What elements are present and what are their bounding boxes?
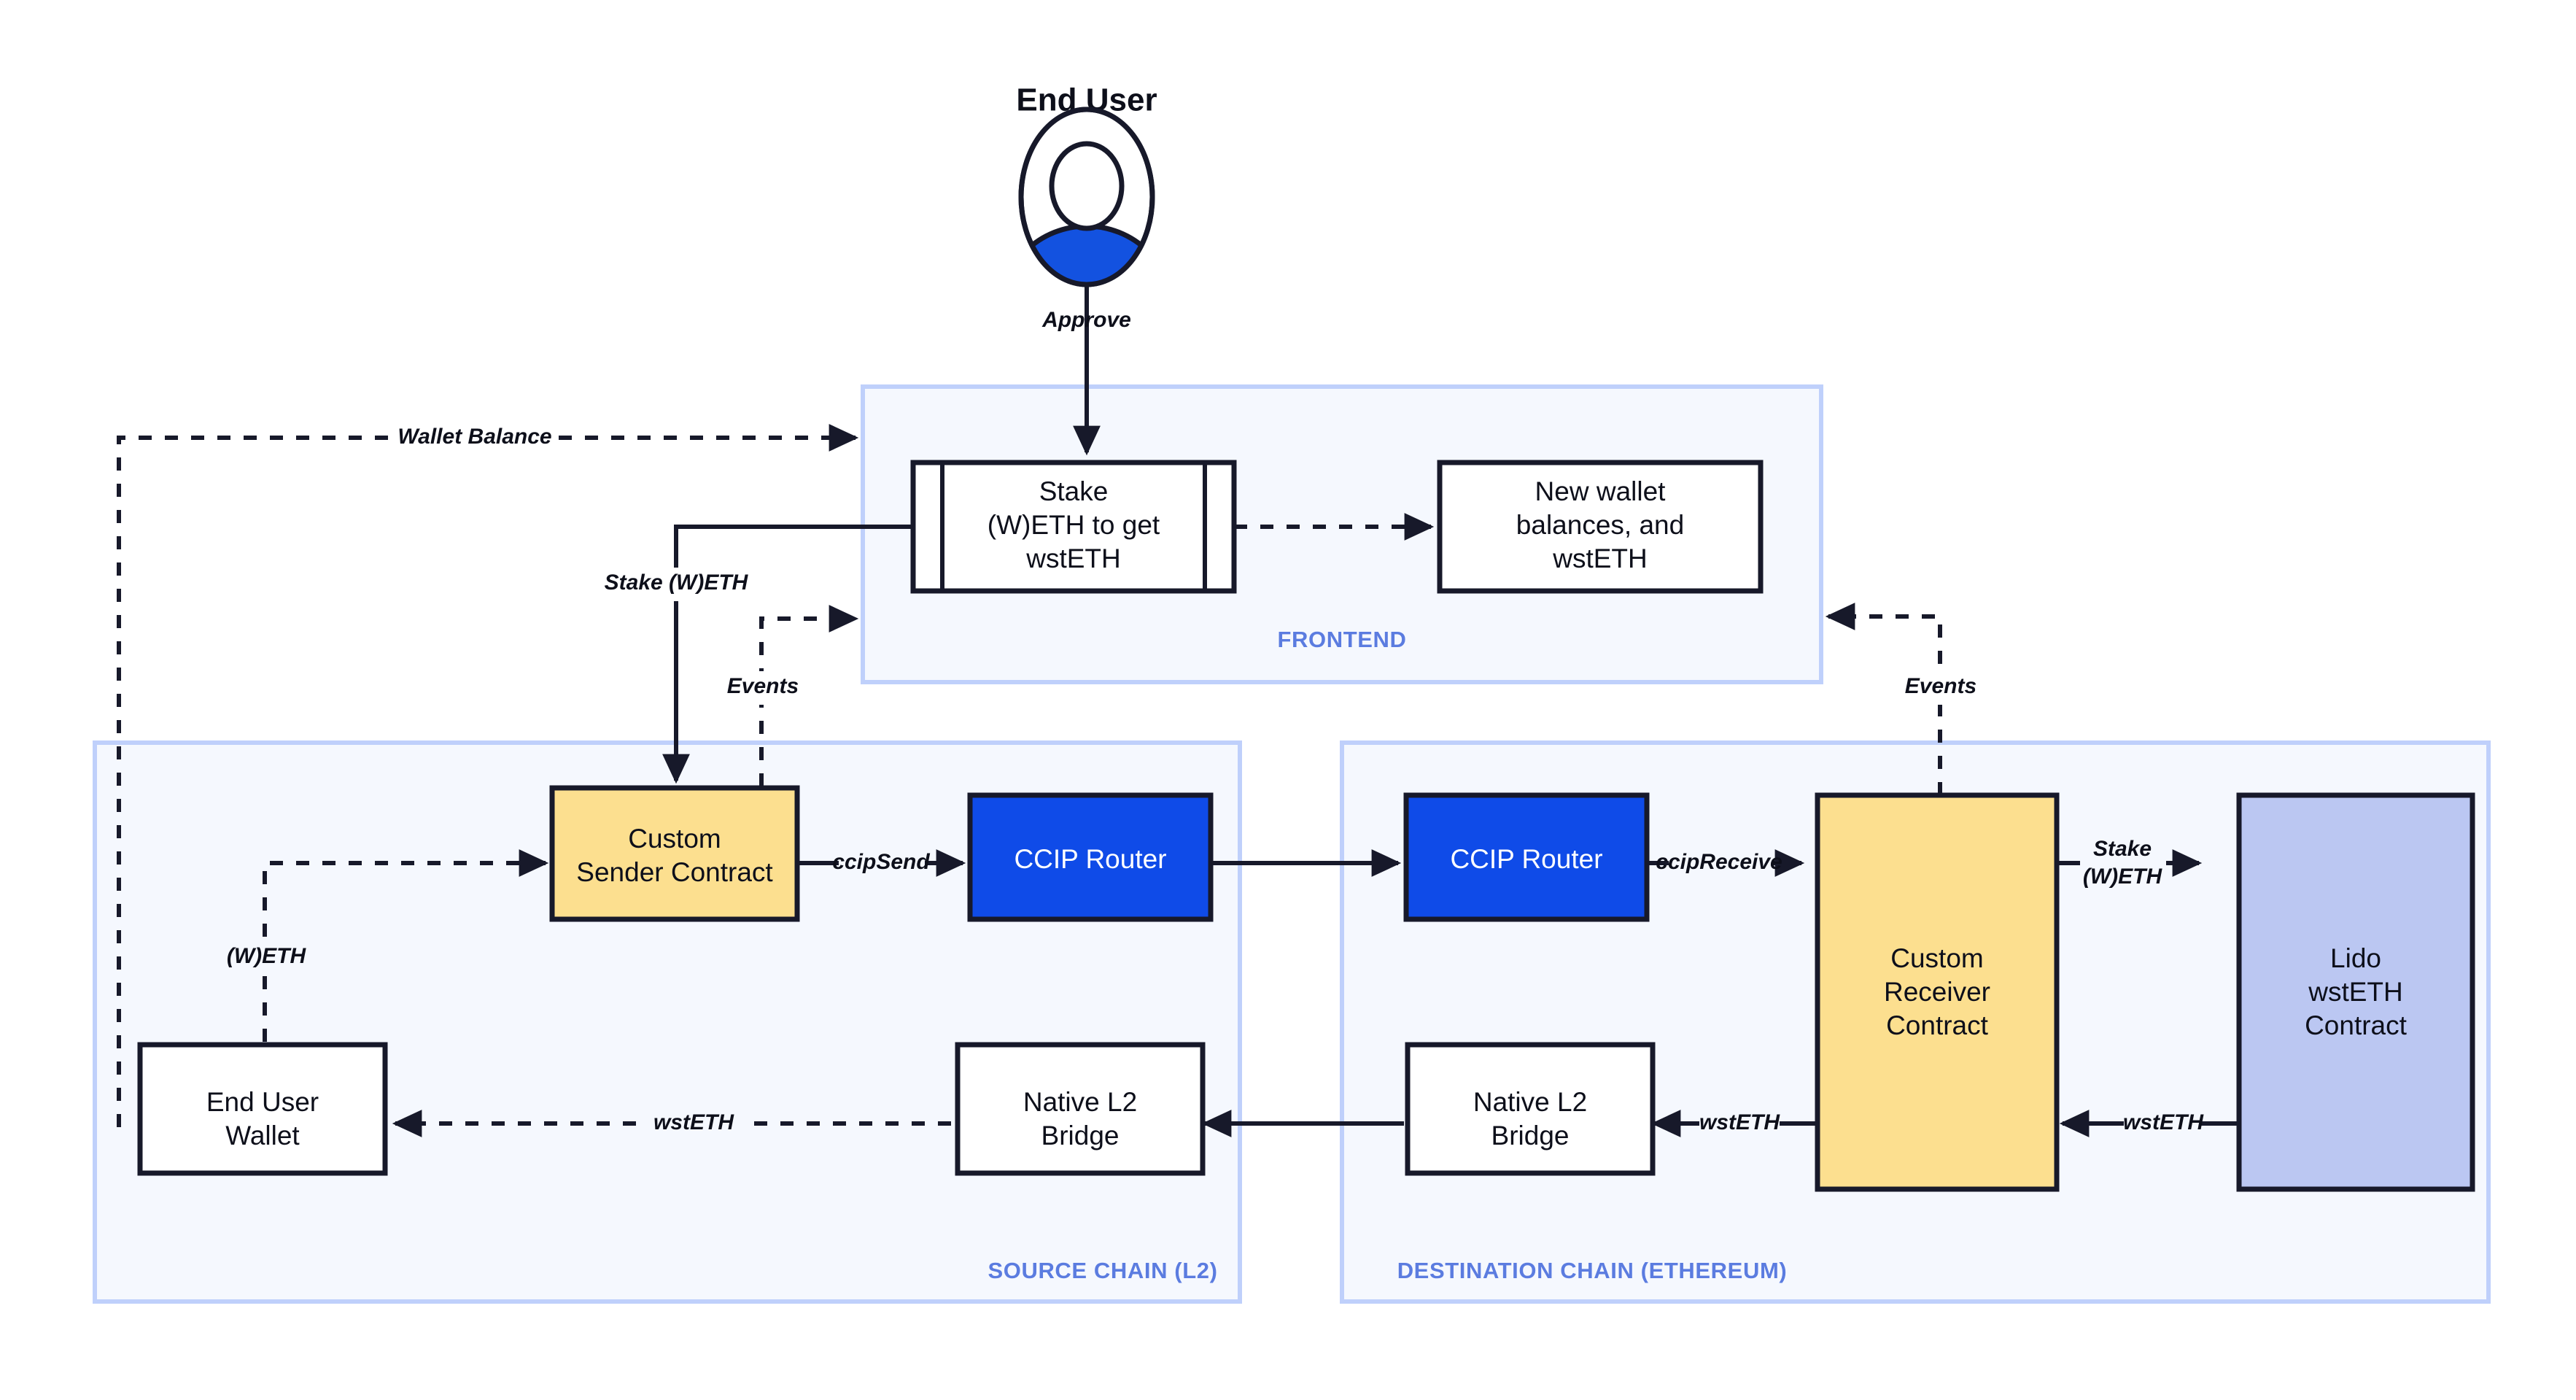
edge-approve: Approve <box>1041 259 1131 456</box>
actor-outline-overlay <box>1018 107 1155 287</box>
node-stake-form-line-3: wstETH <box>1025 544 1121 573</box>
node-lido-contract[interactable]: Lido wstETH Contract <box>2236 792 2475 1192</box>
node-router-dest[interactable]: CCIP Router <box>1403 792 1650 922</box>
edge-events-dest: Events <box>1825 603 1985 795</box>
node-bridge-source-line-2: Bridge <box>1041 1121 1120 1150</box>
edge-events-dest-label-bg <box>1896 671 1985 705</box>
zone-destination-chain-label: DESTINATION CHAIN (ETHEREUM) <box>1397 1258 1788 1283</box>
edge-events-dest-label: Events <box>1905 674 1976 698</box>
edge-wsteth-from-lido-label: wstETH <box>2123 1110 2204 1134</box>
edge-wallet-balance-line <box>117 424 859 1127</box>
node-receiver-contract-line-2: Receiver <box>1884 977 1990 1007</box>
edge-ccip-receive: ccipReceive <box>1647 849 1805 877</box>
node-router-source[interactable]: CCIP Router <box>967 792 1214 922</box>
node-receiver-contract-line-3: Contract <box>1886 1010 1989 1040</box>
node-bridge-dest-rect <box>1405 1042 1656 1176</box>
edge-stake-weth-lido: Stake (W)ETH <box>2057 837 2203 889</box>
node-bridge-dest-line-1: Native L2 <box>1473 1087 1587 1117</box>
edge-wsteth-to-wallet: wstETH <box>392 1107 951 1141</box>
node-wallet-line-2: Wallet <box>225 1121 300 1150</box>
edge-stake-weth-label-bg <box>602 568 750 601</box>
edge-wallet-balance: Wallet Balance Wallet Balance <box>117 422 859 1127</box>
node-wallet[interactable]: End User Wallet <box>137 1042 388 1176</box>
edge-events-source-label-bg <box>718 671 807 705</box>
edge-events-source: Events <box>718 605 859 786</box>
edge-stake-weth-lido-label-2: (W)ETH <box>2083 865 2163 889</box>
edge-wsteth-to-bridge-label: wstETH <box>1699 1110 1780 1134</box>
edge-weth-label-bg <box>220 941 312 975</box>
edge-events-source-line <box>759 605 859 786</box>
node-lido-contract-rect <box>2236 792 2475 1192</box>
edge-wsteth-to-bridge: wstETH <box>1650 1110 1816 1137</box>
node-bridge-source-line-1: Native L2 <box>1023 1087 1137 1117</box>
edge-weth: (W)ETH <box>220 849 549 1042</box>
node-bridge-source[interactable]: Native L2 Bridge <box>955 1042 1206 1176</box>
node-stake-form[interactable]: Stake (W)ETH to get wstETH <box>910 460 1237 594</box>
node-new-balances-line-2: balances, and <box>1516 510 1684 540</box>
edge-ccip-receive-label: ccipReceive <box>1656 850 1782 874</box>
node-receiver-contract-line-1: Custom <box>1890 943 1983 973</box>
node-receiver-contract[interactable]: Custom Receiver Contract <box>1815 792 2060 1192</box>
edge-stake-weth-line <box>662 525 913 784</box>
edge-stake-weth-lido-label-1: Stake <box>2093 837 2152 861</box>
node-stake-form-line-1: Stake <box>1039 476 1109 506</box>
node-new-balances-rect <box>1437 460 1764 594</box>
node-stake-form-rect <box>910 460 1237 594</box>
node-router-dest-label: CCIP Router <box>1450 844 1602 874</box>
node-bridge-dest[interactable]: Native L2 Bridge <box>1405 1042 1656 1176</box>
edge-events-source-label: Events <box>727 674 799 698</box>
node-router-dest-rect <box>1403 792 1650 922</box>
node-bridge-dest-line-2: Bridge <box>1491 1121 1570 1150</box>
node-wallet-line-1: End User <box>206 1087 319 1117</box>
node-lido-contract-line-1: Lido <box>2330 943 2381 973</box>
edge-wallet-balance-label-bg <box>397 422 556 455</box>
edge-events-dest-line <box>1825 603 1942 795</box>
edge-wsteth-from-lido: wstETH <box>2059 1110 2238 1137</box>
node-lido-contract-line-3: Contract <box>2305 1010 2408 1040</box>
edge-wsteth-to-wallet-label-bg <box>646 1107 741 1141</box>
edge-approve-label: Approve <box>1041 308 1131 332</box>
node-lido-contract-line-2: wstETH <box>2308 977 2403 1007</box>
actor-head-shape <box>1049 141 1125 231</box>
edge-ccip-send-label: ccipSend <box>832 850 930 874</box>
node-stake-form-line-2: (W)ETH to get <box>988 510 1160 540</box>
edge-stake-weth-label: Stake (W)ETH <box>605 571 749 595</box>
node-sender-contract-line-1: Custom <box>628 824 721 854</box>
node-router-source-rect <box>967 792 1214 922</box>
node-sender-contract-rect <box>549 785 800 922</box>
zone-frontend-label: FRONTEND <box>1277 627 1406 652</box>
node-sender-contract[interactable]: Custom Sender Contract <box>549 785 800 922</box>
node-new-balances[interactable]: New wallet balances, and wstETH <box>1437 460 1764 594</box>
node-router-source-label: CCIP Router <box>1014 844 1166 874</box>
edge-wallet-balance-label-text: Wallet Balance <box>397 425 551 449</box>
node-wallet-rect <box>137 1042 388 1176</box>
edge-ccip-send: ccipSend <box>797 849 966 877</box>
node-new-balances-line-3: wstETH <box>1552 544 1648 573</box>
node-new-balances-line-1: New wallet <box>1535 476 1667 506</box>
zone-source-chain-label: SOURCE CHAIN (L2) <box>988 1258 1217 1283</box>
edge-stake-weth: Stake (W)ETH <box>602 525 913 784</box>
edge-weth-label: (W)ETH <box>227 944 307 968</box>
node-receiver-contract-rect <box>1815 792 2060 1192</box>
node-sender-contract-line-2: Sender Contract <box>576 857 773 887</box>
edge-weth-line <box>263 849 549 1042</box>
edge-wsteth-to-wallet-label: wstETH <box>653 1110 734 1134</box>
node-bridge-source-rect <box>955 1042 1206 1176</box>
